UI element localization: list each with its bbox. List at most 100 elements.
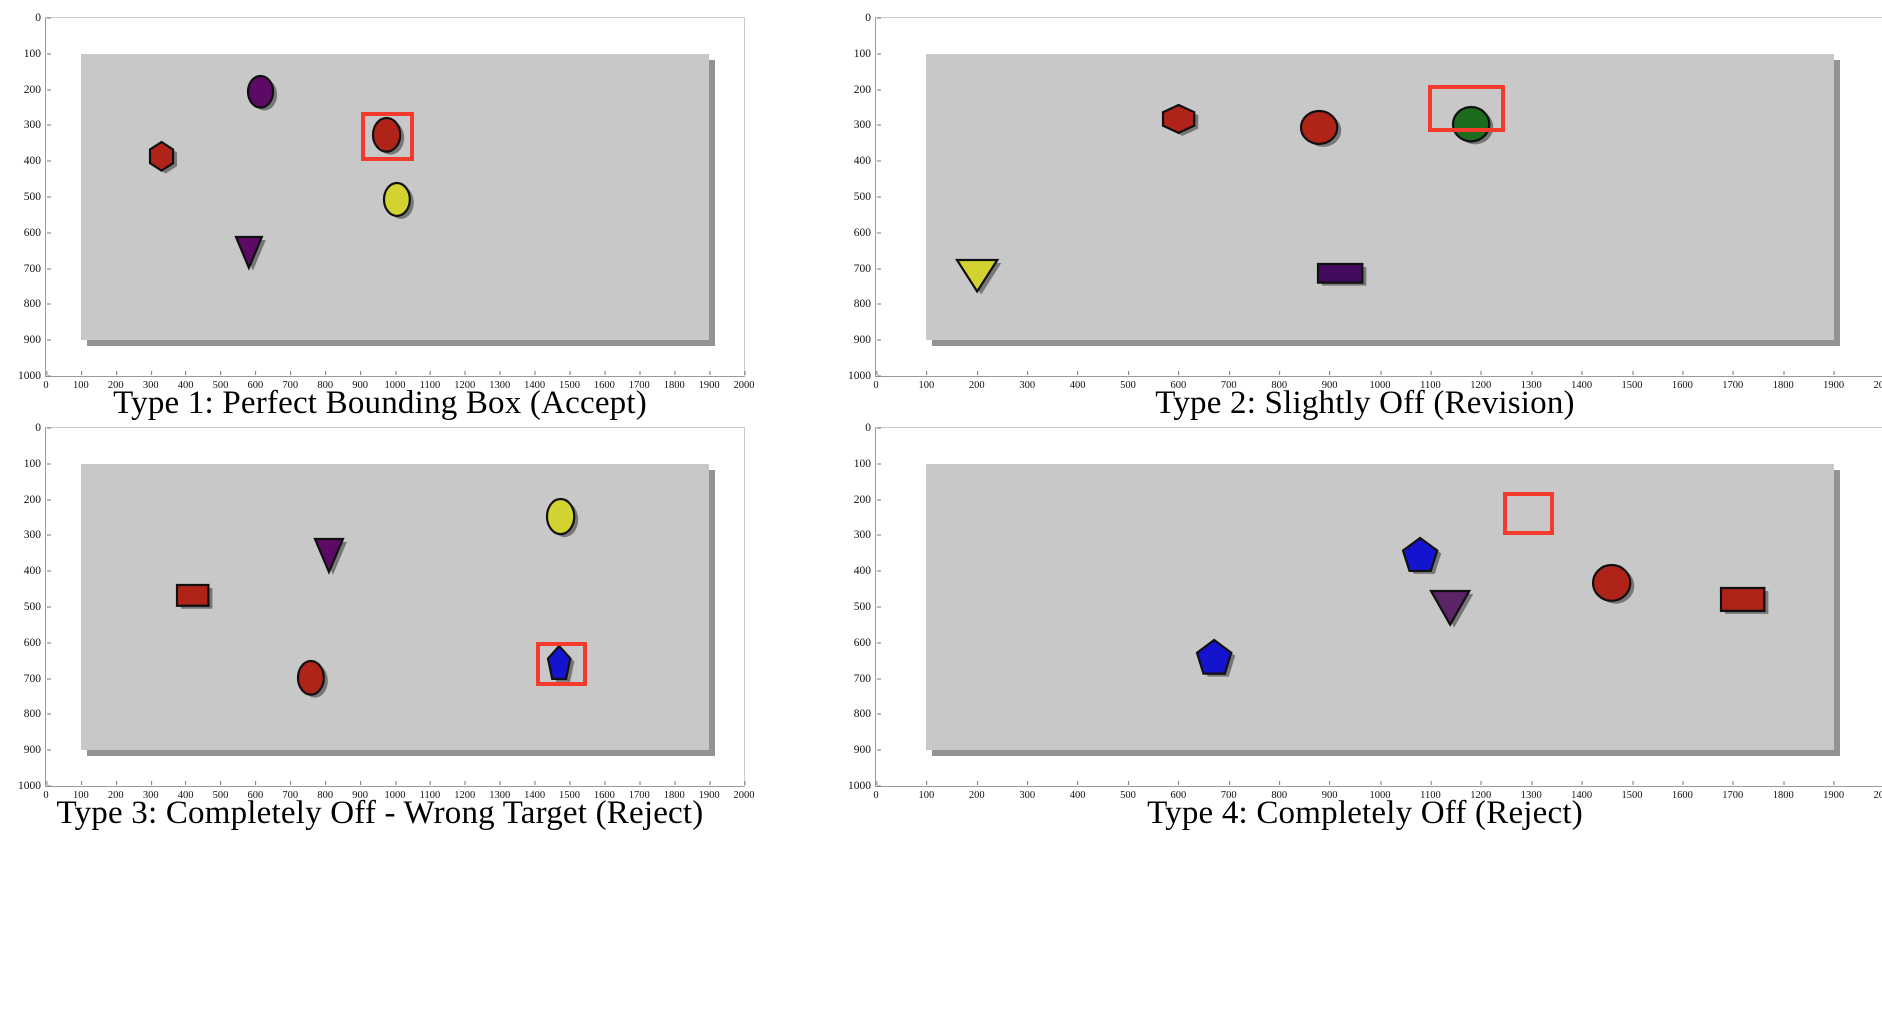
x-tick-label: 600 (1171, 371, 1186, 391)
scatter-marker-circle (1591, 563, 1636, 607)
scatter-marker-circle (1299, 109, 1343, 150)
x-tick-label: 0 (873, 371, 879, 391)
y-tick-label: 600 (854, 637, 881, 649)
x-tick-mark (1228, 781, 1230, 785)
y-tick-mark (47, 534, 51, 536)
x-tick-mark (1077, 781, 1079, 785)
y-tick-label: 200 (24, 494, 51, 506)
y-tick-mark (877, 339, 881, 341)
bounding-box-slightly-off[interactable] (1427, 85, 1505, 132)
x-tick-mark (1329, 371, 1331, 375)
x-tick-mark (464, 781, 466, 785)
bounding-box-wrong-target[interactable] (536, 642, 587, 686)
x-tick-mark (744, 371, 745, 375)
y-tick-mark (47, 232, 51, 234)
x-tick-label: 1700 (629, 371, 650, 391)
panel-caption-type-4: Type 4: Completely Off (Reject) (1147, 795, 1583, 831)
x-tick-label: 300 (143, 781, 159, 801)
y-tick-label: 800 (854, 298, 881, 310)
x-tick-mark (429, 371, 431, 375)
x-tick-mark (709, 371, 711, 375)
bounding-box-perfect[interactable] (360, 111, 415, 162)
x-tick-label: 1600 (594, 781, 615, 801)
x-tick-mark (115, 781, 117, 785)
y-tick-label: 500 (854, 601, 881, 613)
y-tick-label: 500 (24, 191, 51, 203)
x-tick-label: 2000 (734, 371, 755, 391)
y-tick-mark (877, 53, 881, 55)
x-tick-mark (1380, 371, 1381, 375)
x-tick-label: 200 (108, 781, 124, 801)
x-tick-mark (464, 371, 466, 375)
x-tick-mark (1531, 781, 1533, 785)
x-tick-label: 1100 (420, 371, 440, 391)
x-tick-mark (1027, 371, 1029, 375)
x-tick-mark (220, 781, 222, 785)
x-tick-mark (1279, 371, 1281, 375)
x-tick-mark (674, 781, 676, 785)
y-tick-label: 300 (854, 529, 881, 541)
x-tick-label: 500 (1120, 781, 1136, 801)
x-tick-mark (255, 371, 257, 375)
x-tick-label: 100 (919, 781, 934, 801)
y-tick-mark (47, 427, 51, 429)
x-tick-mark (1732, 371, 1734, 375)
x-tick-mark (1279, 781, 1281, 785)
scatter-marker-circle (296, 659, 330, 701)
x-tick-label: 200 (108, 371, 124, 391)
y-tick-label: 100 (854, 458, 881, 470)
x-tick-label: 1100 (420, 781, 440, 801)
y-tick-label: 800 (854, 708, 881, 720)
scatter-marker-pentagon (1195, 638, 1237, 680)
y-tick-mark (47, 499, 51, 501)
x-tick-label: 1500 (559, 781, 580, 801)
y-tick-label: 600 (854, 227, 881, 239)
x-tick-mark (150, 781, 152, 785)
y-tick-mark (877, 196, 881, 198)
x-tick-label: 1800 (664, 371, 685, 391)
y-tick-mark (877, 17, 881, 19)
y-tick-label: 900 (854, 744, 881, 756)
y-tick-mark (47, 785, 51, 787)
x-tick-mark (976, 781, 978, 785)
x-tick-label: 1600 (1672, 781, 1693, 801)
x-tick-label: 1100 (1420, 371, 1441, 391)
x-tick-label: 500 (1120, 371, 1136, 391)
x-tick-label: 100 (919, 371, 934, 391)
x-tick-label: 1800 (1773, 371, 1794, 391)
y-tick-mark (47, 606, 51, 608)
y-tick-mark (47, 303, 51, 305)
x-tick-label: 1500 (1622, 781, 1643, 801)
y-tick-mark (877, 375, 881, 377)
y-tick-mark (877, 89, 881, 91)
shapes-layer-type-3 (46, 428, 744, 786)
x-tick-label: 1600 (1672, 371, 1693, 391)
y-tick-label: 800 (24, 708, 51, 720)
x-tick-label: 900 (352, 371, 368, 391)
y-tick-mark (877, 642, 881, 644)
x-tick-label: 600 (248, 371, 263, 391)
x-tick-mark (569, 371, 571, 375)
y-tick-label: 1000 (18, 370, 51, 382)
x-tick-label: 1300 (489, 371, 510, 391)
x-tick-mark (255, 781, 257, 785)
x-tick-mark (674, 371, 676, 375)
y-tick-label: 800 (24, 298, 51, 310)
y-tick-mark (877, 160, 881, 162)
x-tick-mark (325, 781, 327, 785)
y-tick-mark (877, 268, 881, 270)
x-tick-mark (569, 781, 571, 785)
x-tick-mark (1077, 371, 1079, 375)
x-tick-mark (185, 781, 187, 785)
y-tick-mark (47, 124, 51, 126)
x-tick-label: 400 (1070, 371, 1085, 391)
x-tick-label: 0 (43, 371, 49, 391)
x-tick-label: 1700 (1722, 781, 1743, 801)
y-tick-mark (47, 160, 51, 162)
y-tick-mark (47, 642, 51, 644)
bounding-box-completely-off[interactable] (1503, 492, 1554, 536)
